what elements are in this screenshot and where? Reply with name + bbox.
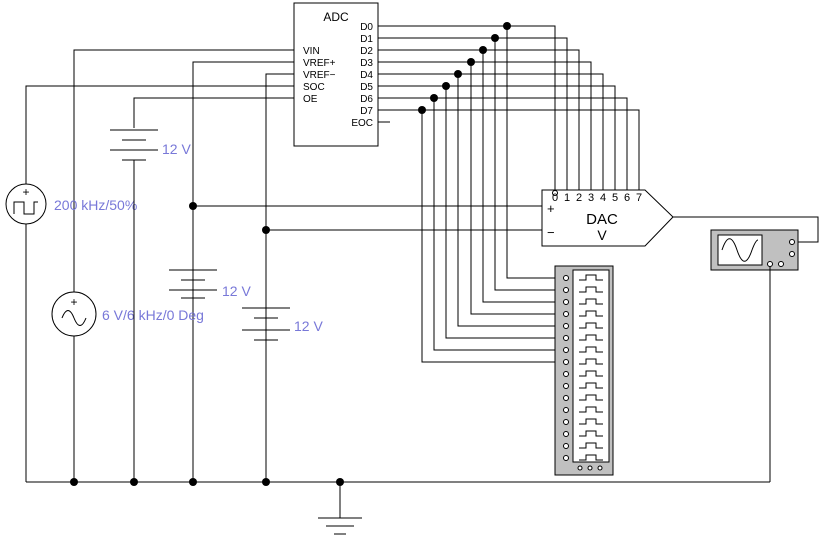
dac-pin-3: 3 — [588, 192, 594, 204]
analyzer-trace — [579, 322, 603, 329]
analyzer-pin — [563, 287, 569, 293]
analyzer-pin — [563, 371, 569, 377]
dac-component[interactable]: 0 1 2 3 4 5 6 7 + − DAC V — [541, 189, 674, 247]
analyzer-pin — [563, 275, 569, 281]
analyzer-pin — [563, 383, 569, 389]
dac-pin-2: 2 — [576, 192, 582, 204]
junction-vref-minus — [262, 226, 270, 234]
analyzer-trace — [579, 298, 603, 305]
analyzer-pin — [563, 299, 569, 305]
analyzer-trace — [579, 346, 603, 353]
adc-component[interactable]: ADC VIN VREF+ VREF− SOC OE D0 D1 D2 D3 D… — [293, 2, 379, 147]
adc-pin-d2: D2 — [360, 46, 373, 57]
dac-pin-1: 1 — [564, 192, 570, 204]
adc-pin-d4: D4 — [360, 70, 373, 81]
battery-1[interactable] — [110, 129, 158, 482]
analyzer-pin — [563, 443, 569, 449]
dac-plus: + — [547, 201, 555, 216]
battery-2-label: 12 V — [222, 283, 251, 299]
wire-soc — [25, 85, 294, 482]
dac-pin-7: 7 — [636, 192, 642, 204]
analyzer-trace — [579, 430, 603, 437]
junction-vref-plus — [189, 202, 197, 210]
adc-pin-eoc: EOC — [351, 118, 373, 129]
ground-icon[interactable] — [318, 482, 362, 535]
analyzer-pin — [563, 455, 569, 461]
adc-pin-d3: D3 — [360, 58, 373, 69]
dac-pin-4: 4 — [600, 192, 606, 204]
clock-plus: + — [22, 185, 29, 199]
battery-1-label: 12 V — [162, 141, 191, 157]
wire-vref-minus — [265, 73, 294, 482]
dac-name: DAC — [586, 211, 618, 228]
adc-pin-vref-plus: VREF+ — [303, 58, 336, 69]
adc-pin-vref-minus: VREF− — [303, 70, 336, 81]
wire-dac-out — [673, 216, 819, 243]
sine-plus: + — [70, 295, 77, 309]
dac-pin-6: 6 — [624, 192, 630, 204]
bus-to-analyzer — [421, 26, 555, 363]
adc-pin-d1: D1 — [360, 34, 373, 45]
bus-junctions — [418, 22, 511, 114]
analyzer-pin — [563, 335, 569, 341]
analyzer-pin — [563, 395, 569, 401]
adc-pin-oe: OE — [303, 94, 318, 105]
analyzer-trace — [579, 442, 603, 449]
dac-minus: − — [547, 225, 555, 240]
sine-label: 6 V/6 kHz/0 Deg — [102, 307, 204, 323]
analyzer-pin — [563, 323, 569, 329]
dac-pin-0: 0 — [552, 192, 558, 204]
analyzer-trace — [579, 418, 603, 425]
logic-analyzer-icon[interactable] — [554, 265, 614, 476]
adc-to-dac-bus — [378, 25, 640, 192]
analyzer-trace — [579, 274, 603, 281]
analyzer-trace — [579, 286, 603, 293]
analyzer-pin — [563, 431, 569, 437]
adc-pin-d0: D0 — [360, 22, 373, 33]
adc-pin-soc: SOC — [303, 82, 325, 93]
oscilloscope-icon[interactable] — [710, 229, 799, 271]
adc-pin-vin: VIN — [303, 46, 320, 57]
analyzer-trace — [579, 310, 603, 317]
analyzer-trace — [579, 370, 603, 377]
adc-title: ADC — [323, 10, 349, 24]
analyzer-trace — [579, 394, 603, 401]
sine-source-icon[interactable]: + — [51, 291, 97, 337]
adc-pin-d5: D5 — [360, 82, 373, 93]
clock-source-icon[interactable]: + — [5, 183, 47, 225]
wire-oe — [133, 97, 294, 128]
analyzer-pin — [563, 419, 569, 425]
analyzer-pin — [563, 311, 569, 317]
analyzer-trace — [579, 334, 603, 341]
battery-3[interactable] — [242, 307, 290, 341]
adc-pin-d7: D7 — [360, 106, 373, 117]
analyzer-pin — [563, 347, 569, 353]
adc-pin-d6: D6 — [360, 94, 373, 105]
analyzer-trace — [579, 454, 603, 461]
dac-unit: V — [597, 227, 607, 243]
wire-vin — [73, 49, 294, 482]
analyzer-pin — [563, 359, 569, 365]
analyzer-trace — [579, 382, 603, 389]
analyzer-trace — [579, 358, 603, 365]
battery-3-label: 12 V — [294, 318, 323, 334]
analyzer-pin — [563, 407, 569, 413]
dac-pin-5: 5 — [612, 192, 618, 204]
clock-label: 200 kHz/50% — [54, 197, 137, 213]
wire-vref-plus — [192, 61, 294, 482]
analyzer-trace — [579, 406, 603, 413]
adc-input-wires — [25, 49, 294, 482]
battery-2[interactable] — [169, 269, 217, 299]
